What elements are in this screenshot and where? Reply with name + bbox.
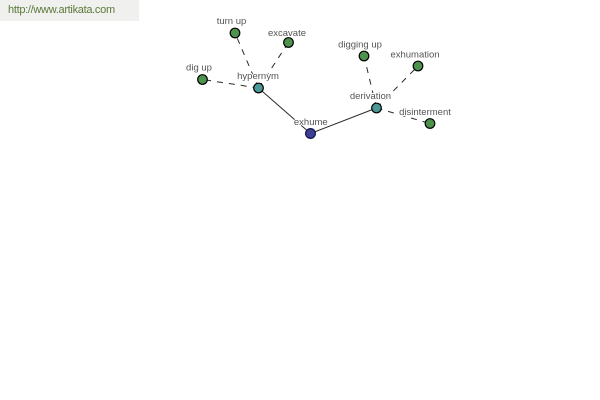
svg-text:digging up: digging up xyxy=(338,40,382,51)
svg-text:hypernym: hypernym xyxy=(237,71,279,82)
svg-text:exhumation: exhumation xyxy=(390,50,439,61)
svg-text:disinterment: disinterment xyxy=(399,107,451,118)
svg-text:exhume: exhume xyxy=(294,117,328,128)
svg-text:excavate: excavate xyxy=(268,28,306,39)
svg-text:derivation: derivation xyxy=(350,91,391,102)
svg-text:dig up: dig up xyxy=(186,63,212,74)
svg-text:turn up: turn up xyxy=(217,16,247,27)
